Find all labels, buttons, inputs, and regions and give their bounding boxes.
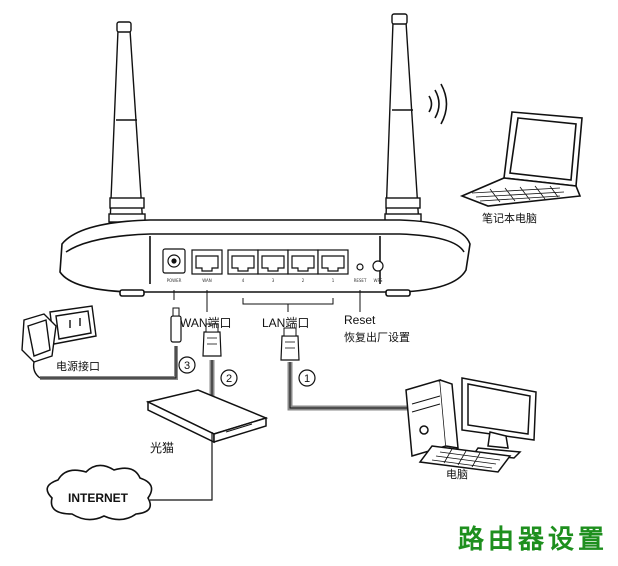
modem-label: 光猫 — [150, 441, 174, 455]
desktop-computer-icon — [405, 377, 537, 473]
step-3-number: 3 — [184, 360, 190, 372]
wan-port-text: WAN — [202, 278, 211, 283]
lan-port-number-3: 3 — [272, 278, 275, 283]
wireless-signal-icon — [428, 83, 448, 125]
reset-port-text: RESET — [354, 278, 367, 283]
power-adapter-icon — [21, 313, 57, 379]
reset-label: Reset — [344, 313, 376, 327]
power-port-label: 电源接口 — [56, 359, 100, 373]
wall-socket-icon — [49, 305, 97, 345]
power-port-text: POWER — [167, 278, 182, 283]
lan-port-number-4: 4 — [242, 278, 245, 283]
step-2-number: 2 — [226, 373, 232, 385]
reset-description: 恢复出厂设置 — [344, 330, 410, 344]
internet-cloud-icon: INTERNET — [46, 464, 153, 521]
step-2-marker: 2 — [220, 369, 238, 387]
wan-cable — [202, 323, 222, 400]
label-leader-lines — [173, 290, 361, 312]
lan-port-number-2: 2 — [302, 278, 305, 283]
lan-port-label: LAN端口 — [262, 316, 309, 330]
internet-label: INTERNET — [68, 491, 129, 505]
internet-line — [150, 432, 213, 501]
power-cable — [40, 307, 182, 380]
wan-port-label: WAN端口 — [180, 316, 232, 330]
wps-port-text: WPS — [374, 278, 383, 283]
step-3-marker: 3 — [178, 356, 196, 374]
laptop-label: 笔记本电脑 — [482, 211, 537, 225]
computer-label: 电脑 — [446, 468, 468, 481]
step-1-number: 1 — [304, 373, 310, 385]
step-1-marker: 1 — [298, 369, 316, 387]
laptop-icon — [459, 111, 583, 207]
modem-icon — [145, 389, 269, 444]
lan-cable — [280, 327, 410, 411]
power-jack — [162, 248, 186, 274]
reset-button — [356, 263, 364, 271]
wps-button — [372, 260, 384, 272]
ethernet-ports — [191, 249, 349, 275]
brand-watermark: 路由器设置 — [458, 524, 608, 555]
lan-port-number-1: 1 — [332, 278, 335, 283]
